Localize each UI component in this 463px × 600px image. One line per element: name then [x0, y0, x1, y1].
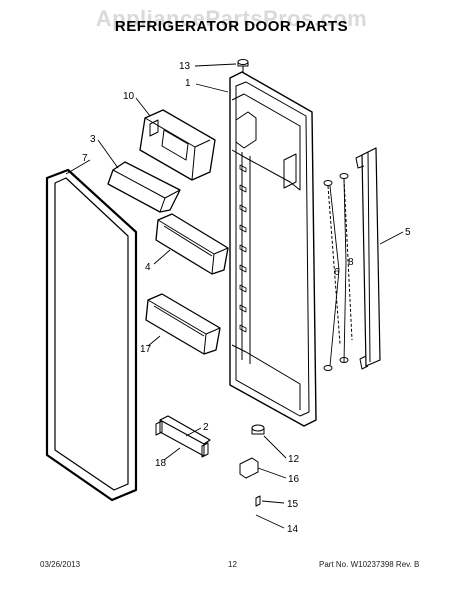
door-bin-lower	[145, 293, 221, 355]
door-handle	[355, 147, 381, 370]
callout-10: 10	[123, 91, 135, 102]
diagram-title: REFRIGERATOR DOOR PARTS	[114, 18, 349, 35]
dairy-bin-cover	[107, 161, 181, 213]
callout-2: 2	[203, 422, 209, 433]
callout-7: 7	[82, 153, 88, 164]
footer-date: 03/26/2013	[40, 560, 81, 569]
handle-screws	[323, 173, 353, 371]
callout-18: 18	[155, 458, 167, 469]
callouts: 13 1 10 3 7 4 17 5 6 8 2 18 12 16 15 14	[82, 61, 411, 535]
callout-5: 5	[405, 227, 411, 238]
callout-1: 1	[185, 78, 191, 89]
callout-15: 15	[287, 499, 299, 510]
watermark: AppliancePartsPros.com	[95, 6, 368, 31]
callout-13: 13	[179, 61, 191, 72]
callout-17: 17	[140, 344, 152, 355]
door-gasket	[45, 168, 138, 502]
door-bracket	[155, 415, 211, 458]
footer-page: 12	[228, 560, 237, 569]
callout-3: 3	[90, 134, 96, 145]
leader-lines	[65, 63, 404, 529]
callout-6: 6	[334, 267, 340, 278]
door-bin	[155, 213, 229, 275]
callout-14: 14	[287, 524, 299, 535]
screw-top	[237, 59, 249, 72]
lower-hinge-parts	[239, 424, 265, 507]
footer-part-number: Part No. W10237398 Rev. B	[319, 560, 420, 569]
callout-4: 4	[145, 262, 151, 273]
callout-8: 8	[348, 257, 354, 268]
callout-16: 16	[288, 474, 300, 485]
callout-12: 12	[288, 454, 300, 465]
dairy-bin	[139, 109, 216, 181]
refrigerator-door	[229, 71, 317, 427]
